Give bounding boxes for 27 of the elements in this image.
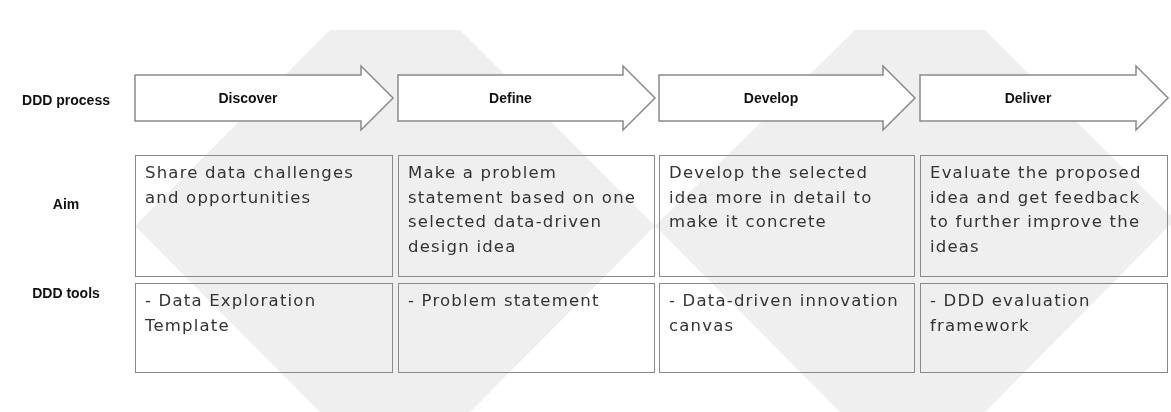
tool-text: - Problem statement [408, 290, 601, 312]
aim-text: Share data challenges and opportunities [145, 162, 356, 209]
tools-box [920, 283, 1168, 373]
aim-text: Make a problem statement based on one selected data-driven design idea [408, 162, 638, 258]
row-heading: Aim [51, 196, 81, 212]
aim-text: Develop the selected idea more in detail to make it concrete [669, 162, 874, 233]
tools-box [398, 283, 655, 373]
phase-banner [920, 66, 1168, 130]
tool-text: - Data Exploration Template [145, 290, 318, 337]
aim-text: Evaluate the proposed idea and get feedback to further improve the ideas [930, 162, 1143, 258]
aim-box [398, 155, 655, 277]
tool-text: - Data-driven innovation canvas [669, 290, 900, 337]
tool-text: - DDD evaluation framework [930, 290, 1092, 337]
aim-box [135, 155, 393, 277]
phase-name: Discover [218, 90, 278, 106]
phase-banner [398, 66, 655, 130]
phase-banner [659, 66, 915, 130]
aim-box [920, 155, 1168, 277]
tools-box [135, 283, 393, 373]
aim-box [659, 155, 915, 277]
phase-banner [135, 66, 393, 130]
tools-box [659, 283, 915, 373]
phase-name: Develop [743, 90, 799, 106]
phase-name: Deliver [1004, 90, 1052, 106]
row-heading: DDD tools [31, 285, 101, 301]
phase-name: Define [489, 90, 532, 106]
row-heading: DDD process [21, 92, 111, 108]
